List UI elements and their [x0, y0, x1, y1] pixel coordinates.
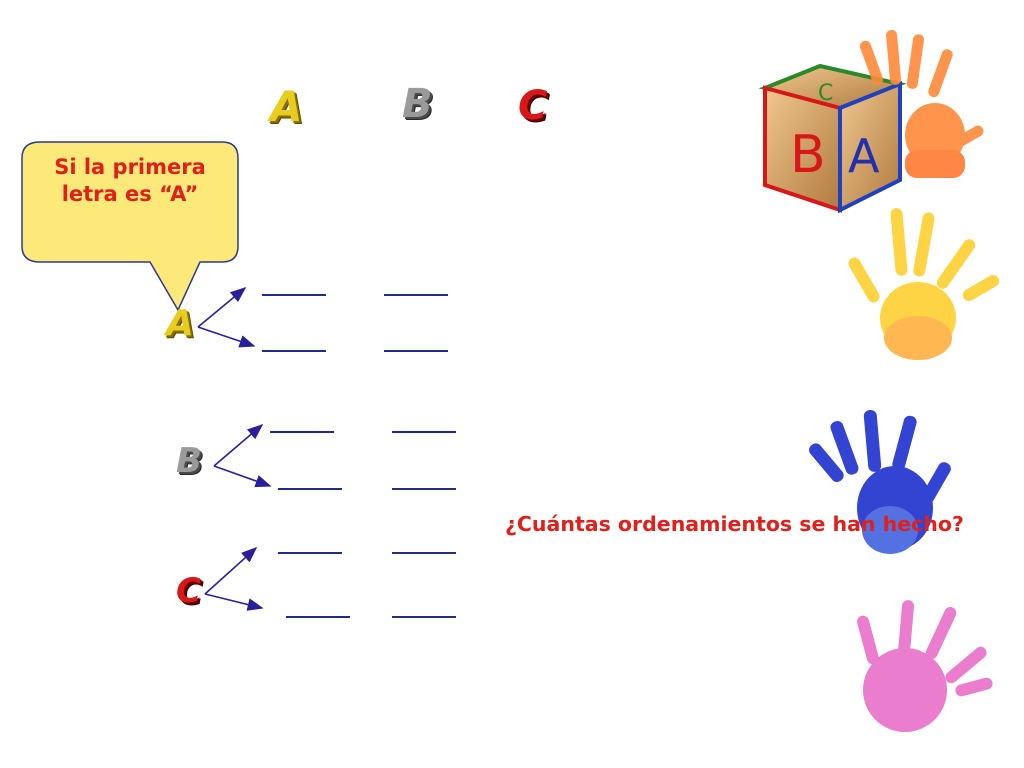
blank-line [384, 350, 448, 352]
blank-line [392, 488, 456, 490]
tree-root-b: B [176, 441, 202, 481]
tree-root-c: C [176, 571, 201, 611]
blank-line [262, 294, 326, 296]
blank-line [270, 431, 334, 433]
blank-line [392, 552, 456, 554]
cube-face-a: A [848, 129, 880, 183]
header-letter-a: A [270, 82, 303, 131]
speech-bubble [21, 141, 239, 312]
orange-handprint-image [859, 29, 984, 178]
header-letter-c: C [518, 83, 548, 129]
blank-line [278, 552, 342, 554]
tree-b-arrows [213, 423, 272, 488]
question-text: ¿Cuántas ordenamientos se han hecho? [505, 512, 964, 536]
cube-face-c: C [818, 81, 833, 106]
tree-a-arrows [197, 286, 256, 348]
blank-line [286, 616, 350, 618]
alphabet-block-image: B A C [758, 63, 907, 214]
blue-handprint-image [809, 410, 951, 554]
blank-line [392, 431, 456, 433]
tree-root-a: A [166, 303, 194, 344]
cube-face-b: B [790, 125, 826, 185]
bubble-text: Si la primera letra es “A” [22, 154, 238, 208]
bubble-line-2: letra es “A” [61, 182, 199, 206]
blank-line [278, 488, 342, 490]
bubble-line-1: Si la primera [54, 155, 206, 179]
blank-line [384, 294, 448, 296]
yellow-handprint-image [848, 208, 1000, 360]
blank-line [392, 616, 456, 618]
blank-line [262, 350, 326, 352]
pink-handprint-image [857, 600, 993, 732]
header-letter-b: B [402, 81, 433, 127]
tree-c-arrows [204, 546, 264, 611]
